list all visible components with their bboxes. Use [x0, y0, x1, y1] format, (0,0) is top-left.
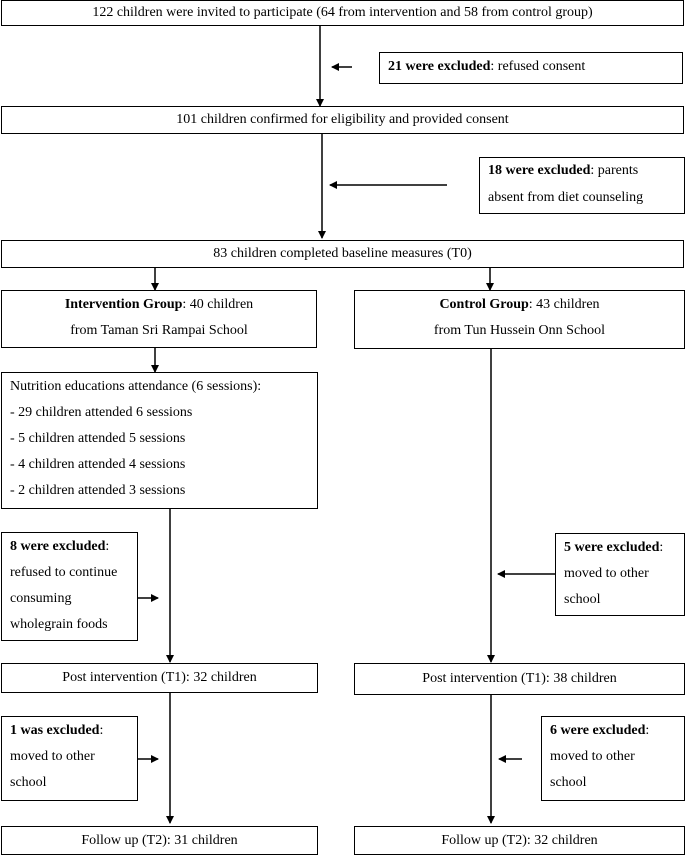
exclusion-5-line: moved to other [10, 749, 95, 764]
invited-box: 122 children were invited to participate… [1, 0, 684, 26]
consent-box: 101 children confirmed for eligibility a… [1, 106, 684, 134]
exclusion-box-1: 21 were excluded: refused consent [379, 52, 683, 84]
control-group-box: Control Group: 43 children from Tun Huss… [354, 290, 685, 349]
exclusion-4-line: school [564, 592, 601, 607]
attendance-item: - 29 children attended 6 sessions [10, 405, 193, 420]
attendance-box: Nutrition educations attendance (6 sessi… [1, 372, 318, 509]
baseline-text: 83 children completed baseline measures … [213, 246, 472, 261]
exclusion-5-colon: : [99, 723, 104, 738]
followup-right-box: Follow up (T2): 32 children [354, 826, 685, 855]
intervention-group-count: : 40 children [182, 297, 254, 312]
exclusion-2-line2: absent from diet counseling [488, 190, 644, 205]
attendance-item: - 2 children attended 3 sessions [10, 483, 186, 498]
post-intervention-right-text: Post intervention (T1): 38 children [422, 671, 617, 686]
attendance-item: - 4 children attended 4 sessions [10, 457, 186, 472]
followup-left-text: Follow up (T2): 31 children [81, 832, 238, 848]
exclusion-box-6: 6 were excluded: moved to other school [541, 716, 685, 801]
control-school: from Tun Hussein Onn School [433, 323, 606, 338]
intervention-group-box: Intervention Group: 40 children from Tam… [1, 290, 317, 348]
post-intervention-left-box: Post intervention (T1): 32 children [1, 663, 318, 693]
invited-text: 122 children were invited to participate… [92, 5, 593, 20]
exclusion-6-line: school [550, 775, 587, 790]
baseline-box: 83 children completed baseline measures … [1, 240, 684, 268]
control-group-count: : 43 children [528, 297, 600, 312]
post-intervention-left-text: Post intervention (T1): 32 children [62, 670, 257, 685]
exclusion-box-2: 18 were excluded: parents absent from di… [479, 157, 685, 214]
exclusion-4-line: moved to other [564, 566, 649, 581]
exclusion-3-line: wholegrain foods [10, 617, 108, 632]
attendance-title: Nutrition educations attendance (6 sessi… [10, 379, 262, 394]
exclusion-2-bold: 18 were excluded [488, 163, 591, 178]
exclusion-1-bold: 21 were excluded [388, 59, 491, 74]
followup-right-text: Follow up (T2): 32 children [441, 832, 598, 848]
exclusion-3-line: refused to continue [10, 565, 118, 580]
exclusion-3-line: consuming [10, 591, 72, 606]
exclusion-2-reason: : parents [590, 163, 639, 178]
intervention-school: from Taman Sri Rampai School [70, 323, 248, 338]
attendance-item: - 5 children attended 5 sessions [10, 431, 186, 446]
exclusion-6-bold: 6 were excluded [550, 723, 646, 738]
post-intervention-right-box: Post intervention (T1): 38 children [354, 663, 685, 695]
consent-text: 101 children confirmed for eligibility a… [176, 112, 509, 127]
followup-left-box: Follow up (T2): 31 children [1, 826, 318, 855]
exclusion-4-bold: 5 were excluded [564, 540, 660, 555]
exclusion-6-line: moved to other [550, 749, 635, 764]
exclusion-box-3: 8 were excluded: refused to continue con… [1, 532, 138, 641]
exclusion-box-5: 1 was excluded: moved to other school [1, 716, 138, 801]
exclusion-4-colon: : [659, 540, 664, 555]
exclusion-6-colon: : [645, 723, 650, 738]
exclusion-1-reason: : refused consent [490, 59, 586, 74]
exclusion-5-bold: 1 was excluded [10, 723, 100, 738]
exclusion-5-line: school [10, 775, 47, 790]
exclusion-3-bold: 8 were excluded [10, 539, 106, 554]
intervention-group-label: Intervention Group [64, 297, 183, 312]
exclusion-box-4: 5 were excluded: moved to other school [555, 533, 685, 616]
exclusion-3-colon: : [105, 539, 110, 554]
control-group-label: Control Group [439, 297, 529, 312]
